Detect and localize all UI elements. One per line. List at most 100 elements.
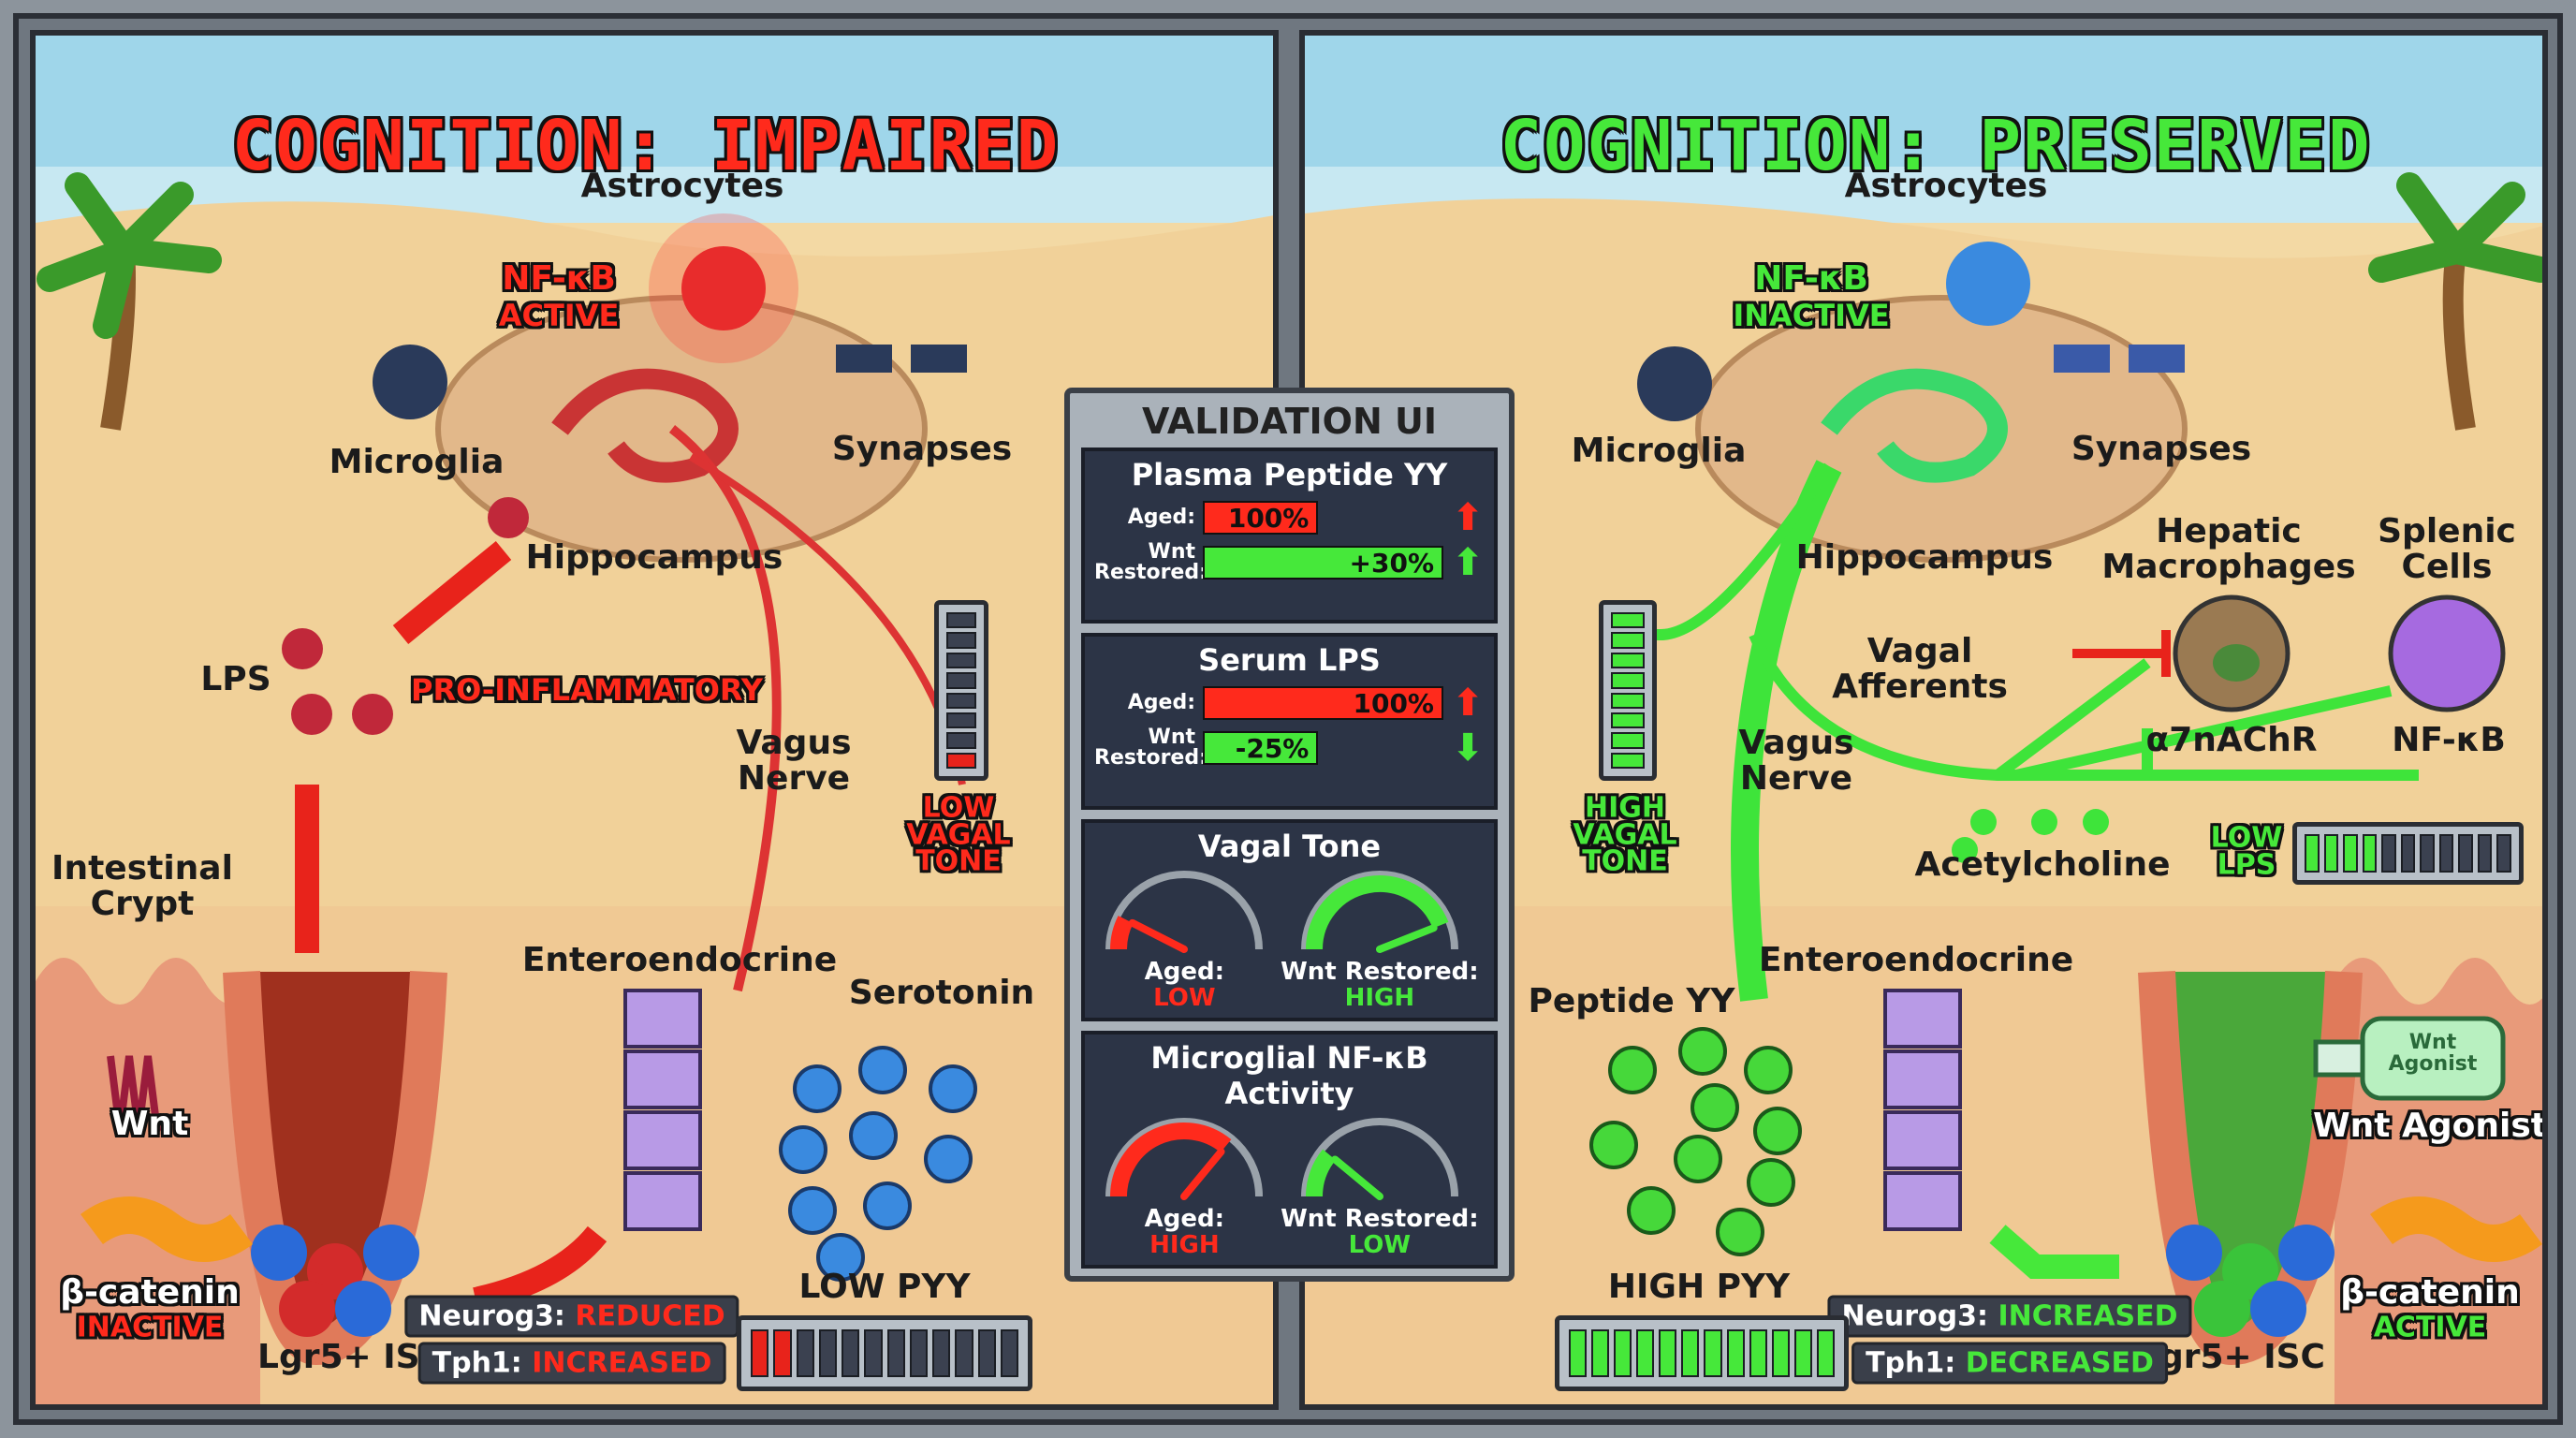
lps-particles [282, 497, 529, 735]
gauge-needle [1129, 918, 1189, 953]
tph1-label: Tph1: [1866, 1346, 1956, 1380]
aged-value: 100% [1227, 502, 1310, 534]
gauge-value: LOW [1153, 984, 1216, 1013]
bar-segment [773, 1329, 792, 1377]
bar-segment [2420, 834, 2435, 873]
bar-segment [909, 1329, 928, 1377]
pyy-happy-faces [1589, 1027, 1802, 1256]
wnt-protein-icon [107, 1055, 161, 1132]
bar-segment [2496, 834, 2512, 873]
neurog3-value: REDUCED [575, 1299, 725, 1333]
astrocytes-label: Astrocytes [1844, 167, 2048, 206]
enteroendocrine-label: Enteroendocrine [1758, 941, 2074, 980]
bar-segment [2458, 834, 2473, 873]
bar-segment [1726, 1329, 1745, 1377]
nfkb-aged-gauge: Aged: HIGH [1100, 1117, 1268, 1259]
vagal-card-title: Vagal Tone [1197, 828, 1382, 864]
low-vagal-tone-label: LOW VAGAL TONE [906, 791, 1011, 878]
synapses-label: Synapses [831, 430, 1013, 469]
restored-bar-track: -25% [1203, 731, 1443, 766]
arrow-up-icon [295, 540, 512, 953]
nfkb-card: Microglial NF-κB Activity Aged: HIGH Wnt… [1081, 1030, 1498, 1269]
nfkb-label: NF-κB [1754, 259, 1868, 299]
arrow-icon [1989, 1225, 2119, 1279]
lps-label: LPS [200, 660, 271, 699]
intestinal-crypt-label: Intestinal Crypt [51, 849, 233, 923]
gauge-icon [1300, 1117, 1458, 1200]
bar-segment [2343, 834, 2358, 873]
bar-segment [1611, 712, 1645, 729]
lgr5-isc-label: Lgr5+ ISC [257, 1338, 445, 1377]
hippocampus-label: Hippocampus [525, 538, 783, 578]
bar-segment [2477, 834, 2493, 873]
astrocytes-label: Astrocytes [580, 167, 784, 206]
beta-catenin-icon [80, 1196, 253, 1262]
bar-segment [1636, 1329, 1655, 1377]
gauge-label: Aged: [1144, 1204, 1225, 1233]
vagal-afferents [1749, 632, 2419, 781]
nfkb-state: ACTIVE [498, 298, 620, 334]
arrow-down-icon: ⬇ [1452, 726, 1484, 770]
vagal-afferents-label: Vagal Afferents [1832, 632, 2008, 706]
bar-segment [1591, 1329, 1610, 1377]
acetylcholine-label: Acetylcholine [1914, 845, 2171, 885]
preserved-title: COGNITION: PRESERVED [1500, 106, 2372, 186]
lps-card-title: Serum LPS [1198, 642, 1381, 679]
bar-segment [1611, 692, 1645, 709]
bar-segment [1569, 1329, 1588, 1377]
bar-segment [1611, 732, 1645, 749]
splenic-cell-icon [2388, 594, 2506, 712]
synapse-icon [836, 345, 967, 373]
high-pyy-bar [1555, 1315, 1849, 1391]
microglia-label: Microglia [329, 443, 505, 482]
gauge-fill [1110, 1122, 1232, 1197]
restored-value: +30% [1349, 547, 1434, 579]
pyy-aged-row: Aged: 100% ⬆ [1094, 498, 1485, 537]
pyy-restored-row: Wnt Restored: +30% ⬆ [1094, 540, 1485, 584]
gauge-needle [1180, 1148, 1225, 1200]
aged-bar-fill: 100% [1203, 501, 1319, 535]
gauge-label: Aged: [1144, 957, 1225, 986]
vagal-aged-gauge: Aged: LOW [1100, 870, 1268, 1012]
aged-value: 100% [1353, 687, 1434, 719]
bar-segment [751, 1329, 769, 1377]
bar-segment [946, 732, 976, 749]
enteroendocrine-cells [623, 989, 702, 1231]
bar-segment [946, 632, 976, 649]
wnt-label: Wnt [110, 1105, 189, 1144]
bar-segment [1749, 1329, 1767, 1377]
aged-bar-track: 100% [1203, 686, 1443, 721]
serotonin-label: Serotonin [848, 974, 1035, 1013]
microglia-icon [1637, 346, 1712, 421]
a7nachr-label: α7nAChR [2145, 721, 2318, 760]
beta-catenin-label: β-catenin [60, 1273, 240, 1313]
bar-segment [1681, 1329, 1700, 1377]
bar-segment [2305, 834, 2320, 873]
gauge-value: LOW [1348, 1231, 1412, 1260]
restored-label: Wnt Restored: [1094, 540, 1208, 584]
enteroendocrine-label: Enteroendocrine [521, 941, 838, 980]
bar-segment [842, 1329, 860, 1377]
gauge-value: HIGH [1149, 1231, 1220, 1260]
bar-segment [1611, 752, 1645, 769]
low-vagal-tone-meter [934, 600, 988, 781]
gauge-fill [1110, 915, 1134, 950]
restored-bar-fill: -25% [1203, 731, 1319, 766]
low-pyy-bar [737, 1315, 1032, 1391]
bar-segment [2400, 834, 2416, 873]
bar-segment [2362, 834, 2378, 873]
aged-bar-track: 100% [1203, 501, 1443, 535]
gauge-icon [1105, 1117, 1264, 1200]
gauge-label: Wnt Restored: [1281, 1204, 1479, 1233]
acetylcholine-stars [1952, 809, 2109, 863]
hepatic-macrophages-label: Hepatic Macrophages [2101, 512, 2356, 586]
bar-segment [1704, 1329, 1722, 1377]
hepatic-macrophage-icon [2173, 594, 2291, 712]
stem-cells [2166, 1225, 2334, 1337]
vagus-nerve-label: Vagus Nerve [736, 724, 852, 798]
validation-ui-panel: VALIDATION UI Plasma Peptide YY Aged: 10… [1064, 388, 1515, 1282]
impaired-scene [36, 36, 1273, 1404]
astrocyte-icon [649, 213, 798, 363]
peptide-yy-label: Peptide YY [1528, 982, 1735, 1021]
impaired-panel: COGNITION: IMPAIRED Astrocytes NF-κB ACT… [30, 30, 1279, 1410]
